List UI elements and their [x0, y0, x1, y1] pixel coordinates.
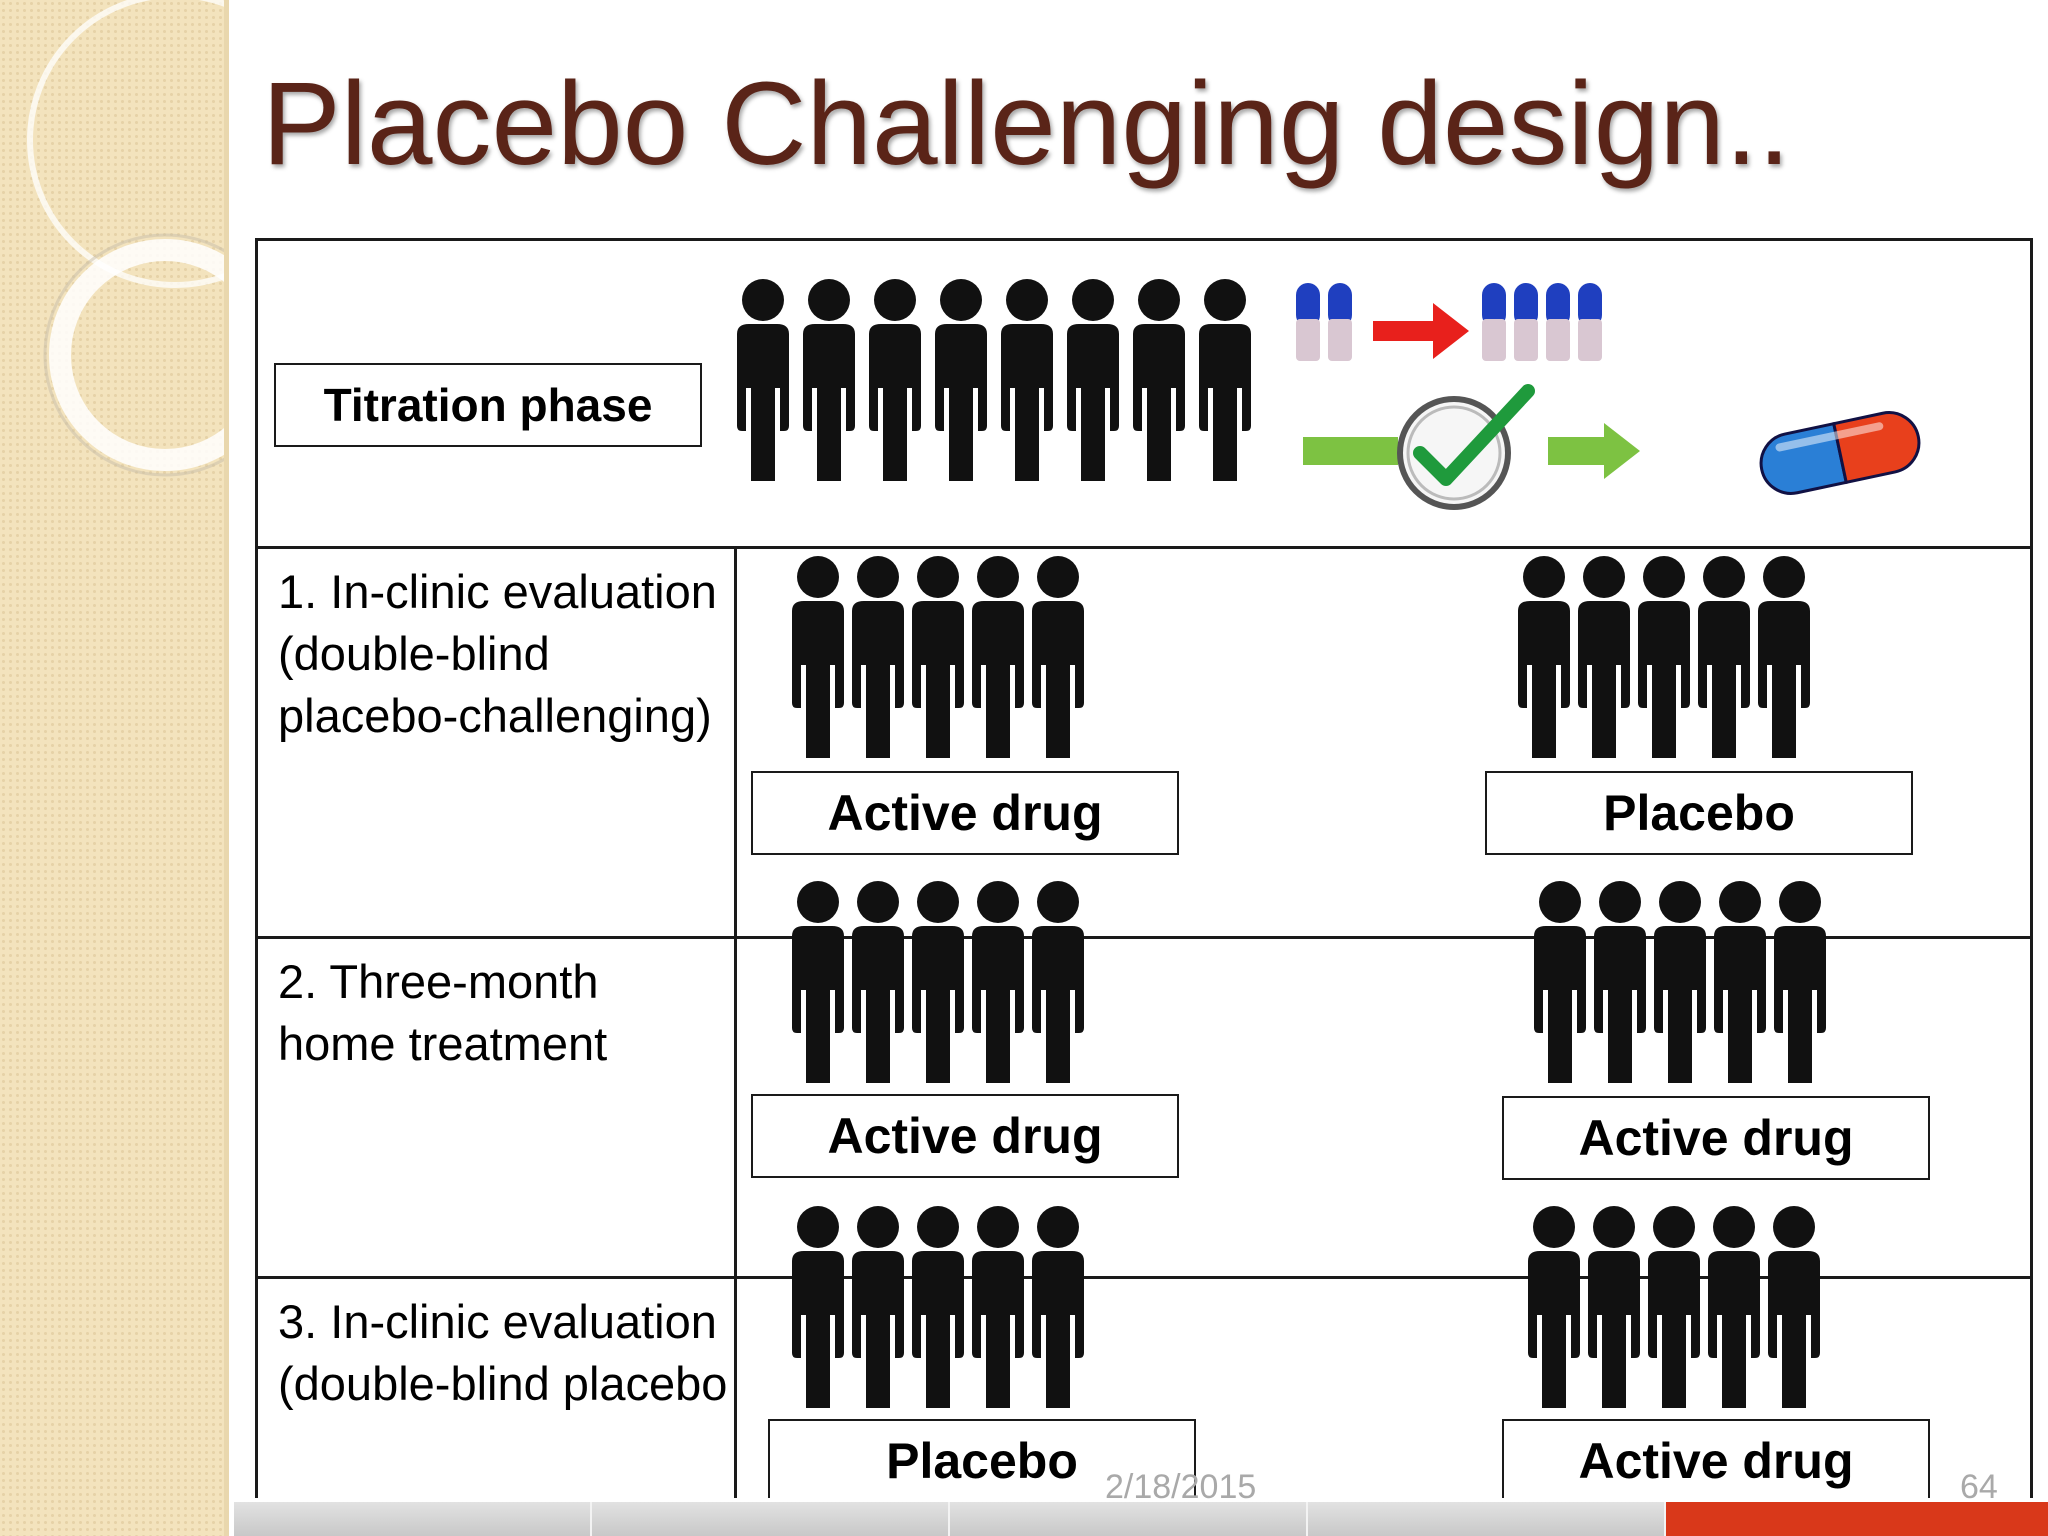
column-divider	[734, 546, 737, 1498]
phase-3-left-group-label: Placebo	[768, 1419, 1196, 1498]
phase-2-right-group-label: Active drug	[1502, 1096, 1930, 1180]
row-divider	[258, 546, 2030, 549]
green-arrow-icon	[1548, 423, 1640, 479]
footer-bar	[234, 1502, 2048, 1536]
decorative-sidebar	[0, 0, 228, 1536]
people-group-icon	[1528, 1206, 1820, 1408]
phase-1-right-group-label: Placebo	[1485, 771, 1913, 855]
slide-date: 2/18/2015	[1105, 1468, 1257, 1506]
pill-icon	[1759, 411, 1921, 495]
phase-3-right-group-label: Active drug	[1502, 1419, 1930, 1498]
footer-segment	[234, 1502, 592, 1536]
slide-number: 64	[1960, 1468, 1998, 1506]
people-group-icon	[737, 279, 1251, 481]
people-group-icon	[1534, 881, 1826, 1083]
circle-ornament-icon	[27, 0, 228, 477]
footer-segment	[950, 1502, 1308, 1536]
red-arrow-icon	[1373, 303, 1469, 359]
phase-2-left-group-label: Active drug	[751, 1094, 1179, 1178]
phase-3-text: 3. In-clinic evaluation (double-blind pl…	[278, 1295, 728, 1410]
phase-1-text: 1. In-clinic evaluation (double-blind pl…	[278, 565, 717, 742]
footer-segment	[592, 1502, 950, 1536]
people-group-icon	[792, 881, 1084, 1083]
footer-accent-segment	[1666, 1502, 2048, 1536]
capsule-icon	[1482, 283, 1602, 361]
row-divider	[258, 936, 2030, 939]
checkmark-circle-icon	[1397, 384, 1535, 510]
people-group-icon	[792, 556, 1084, 758]
people-group-icon	[1518, 556, 1810, 758]
people-group-icon	[792, 1206, 1084, 1408]
sidebar-edge	[224, 0, 229, 1536]
phase-1-left-group-label: Active drug	[751, 771, 1179, 855]
phase-2-text: 2. Three-month home treatment	[278, 955, 608, 1070]
green-arrow-icon	[1303, 437, 1398, 465]
row-divider	[258, 1276, 2030, 1279]
titration-phase-label: Titration phase	[274, 363, 702, 447]
capsule-icon	[1296, 283, 1352, 361]
slide-title: Placebo Challenging design..	[262, 58, 1791, 190]
footer-segment	[1308, 1502, 1666, 1536]
design-table: Titration phase 1. In-clinic evalua	[255, 238, 2033, 1498]
